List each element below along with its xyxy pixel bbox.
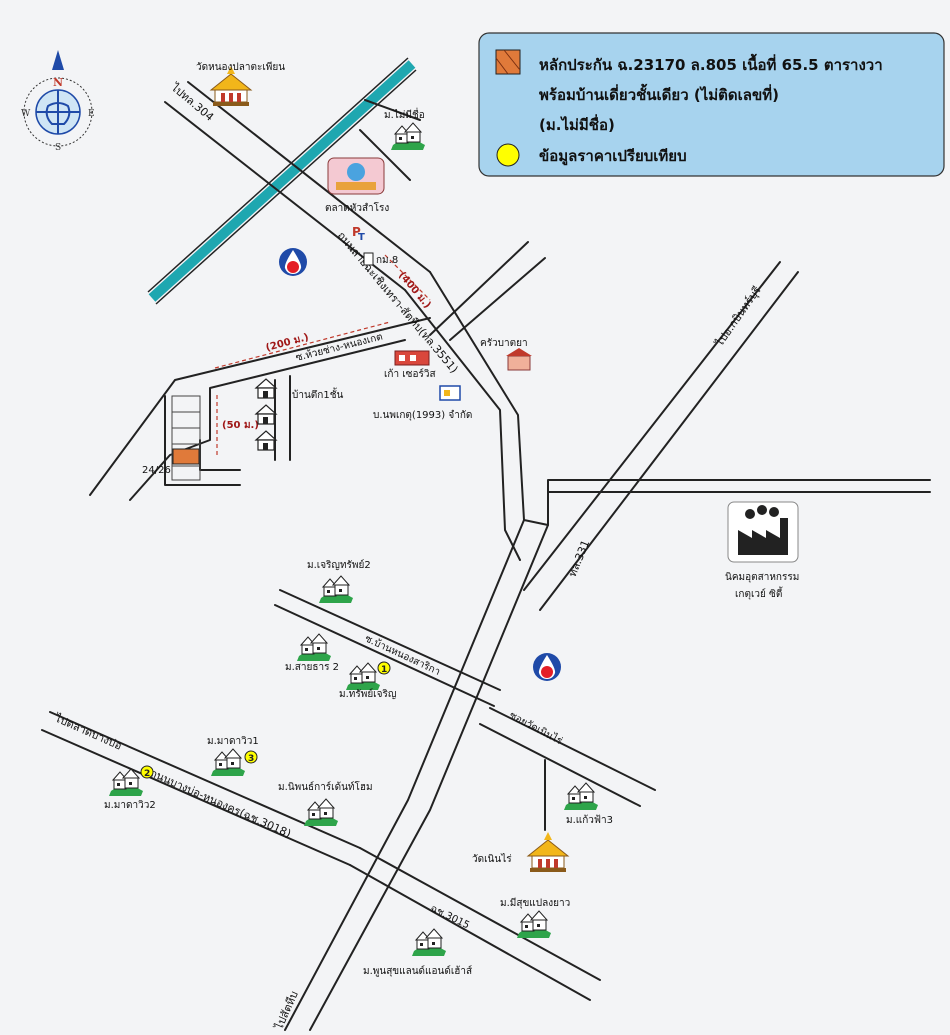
comparison-number: 1 [381,665,387,675]
distance-200-line [214,321,391,369]
place-phunsuk: ม.พูนสุขแลนด์แอนด์เฮ้าส์ [363,965,472,977]
svg-text:P: P [352,225,361,239]
legend: หลักประกัน ฉ.23170 ล.805 เนื้อที่ 65.5 ต… [478,32,945,177]
ptt-station-icon [279,248,307,276]
factory-icon [727,501,799,563]
comparison-number: 3 [248,754,254,764]
place-kao-service: เก้า เซอร์วิส [384,368,436,380]
place-wat-nongpla: วัดหนองปลาตะเพียน [196,61,285,73]
compass-e: E [88,109,95,119]
place-saithan2: ม.สายธาร 2 [285,662,339,673]
legend-box [478,32,945,177]
place-madaviw2: ม.มาดาวิว2 [104,800,156,811]
place-mai-mi-chue: ม.ไม่มีชื่อ [384,107,425,121]
legend-comparison-swatch [496,143,520,167]
legend-collateral-line1: หลักประกัน ฉ.23170 ล.805 เนื้อที่ 65.5 ต… [539,53,883,74]
market-icon [327,157,385,195]
legend-collateral-line2: พร้อมบ้านเดี่ยวชั้นเดียว (ไม่ติดเลขที่) [539,83,779,104]
restaurant-icon [506,348,532,371]
distance-markers [214,254,431,455]
distance-400-line [384,254,431,301]
svg-text:T: T [358,232,365,243]
collateral-plot[interactable] [172,448,200,465]
pt-logo-icon: P T [352,225,365,243]
ptt-station-icon [533,653,561,681]
place-wat-noenrai: วัดเนินไร่ [472,853,512,865]
comparison-number: 2 [144,769,150,779]
place-estate-line1: นิคมอุตสาหกรรม [725,572,799,583]
compass-n: N [53,76,63,89]
place-misuk: ม.มีสุขแปลงยาว [500,897,570,909]
place-company: บ.นพเกตุ(1993) จำกัด [373,410,472,421]
compass-s: S [55,143,61,153]
km-marker-icon [363,252,374,266]
place-krua: ครัวบาตยา [480,338,528,349]
service-shop-icon [394,350,430,366]
place-talat: ตลาดหัวสำโรง [325,201,389,214]
place-km8: กม.8 [376,255,398,266]
distance-50-label: (50 ม.) [222,420,259,431]
place-niphon: ม.นิพนธ์การ์เด้นท์โฮม [278,780,373,793]
lot-subdivision [171,395,201,481]
road-network [41,81,931,1031]
comparison-marker-2[interactable]: 2 [140,765,154,779]
legend-collateral-line3: (ม.ไม่มีชื่อ) [539,114,615,134]
place-sapcharoen: ม.ทรัพย์เจริญ [339,688,396,700]
place-charoensap2: ม.เจริญทรัพย์2 [307,559,371,571]
legend-collateral-swatch [495,49,521,75]
place-estate-line2: เกตุเวย์ ซิตี้ [735,586,783,600]
lot-number: 24/26 [142,465,171,476]
canal [147,57,417,305]
place-kaewfa3: ม.แก้วฟ้า3 [566,814,613,826]
place-ban-tuek: บ้านตึก1ชั้น [292,387,343,401]
compass-w: W [21,109,31,119]
comparison-marker-3[interactable]: 3 [244,750,258,764]
legend-comparison-label: ข้อมูลราคาเปรียบเทียบ [539,147,687,166]
comparison-marker-1[interactable]: 1 [377,661,391,675]
place-madaviw1: ม.มาดาวิว1 [207,736,259,747]
compass-rose [23,50,93,147]
compass-north-arrow-icon [52,50,64,70]
company-icon [439,385,461,401]
